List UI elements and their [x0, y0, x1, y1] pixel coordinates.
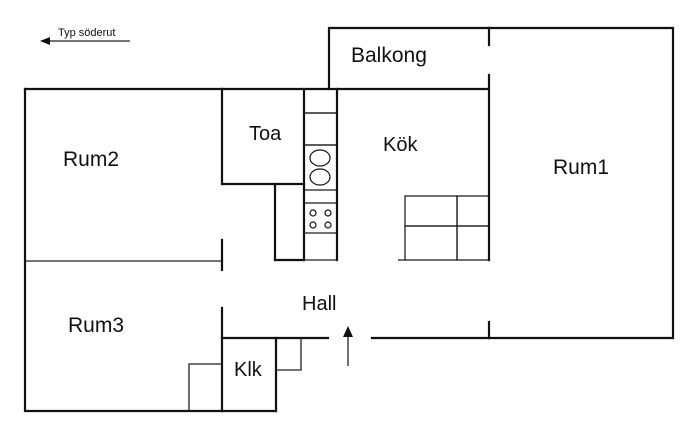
cabinet-bottom-right [456, 225, 490, 261]
stove-burner-3 [309, 221, 317, 229]
orientation-note: Typ söderut [40, 27, 130, 45]
stove-burner-4 [324, 221, 332, 229]
room-label-rum3: Rum3 [68, 314, 124, 337]
cabinet-top-right [456, 195, 490, 227]
room-label-balkong: Balkong [351, 44, 427, 67]
room-label-kok: Kök [383, 134, 418, 156]
sink-bowl-lower [309, 168, 331, 186]
sink-cabinet [303, 144, 338, 191]
counter-mid [303, 112, 338, 146]
arrow-up-icon [343, 326, 353, 337]
stove-burner-2 [324, 209, 332, 217]
counter-top [303, 88, 338, 114]
sink-bowl-upper [309, 149, 331, 167]
room-label-klk: Klk [234, 359, 263, 381]
entrance-arrow [343, 326, 353, 366]
room-label-toa: Toa [249, 123, 282, 145]
outer-walls [23, 26, 675, 413]
room-label-rum2: Rum2 [63, 148, 119, 171]
cabinet-bottom-left [404, 225, 458, 261]
stove [303, 202, 338, 234]
stove-burner-1 [309, 209, 317, 217]
kitchen-fixtures [303, 88, 490, 261]
interior-walls [25, 26, 491, 413]
cabinet-top-left [404, 195, 458, 227]
room-label-rum1: Rum1 [553, 156, 609, 179]
arrow-left-icon [40, 37, 50, 45]
orientation-label: Typ söderut [58, 27, 115, 39]
room-label-hall: Hall [302, 293, 336, 315]
